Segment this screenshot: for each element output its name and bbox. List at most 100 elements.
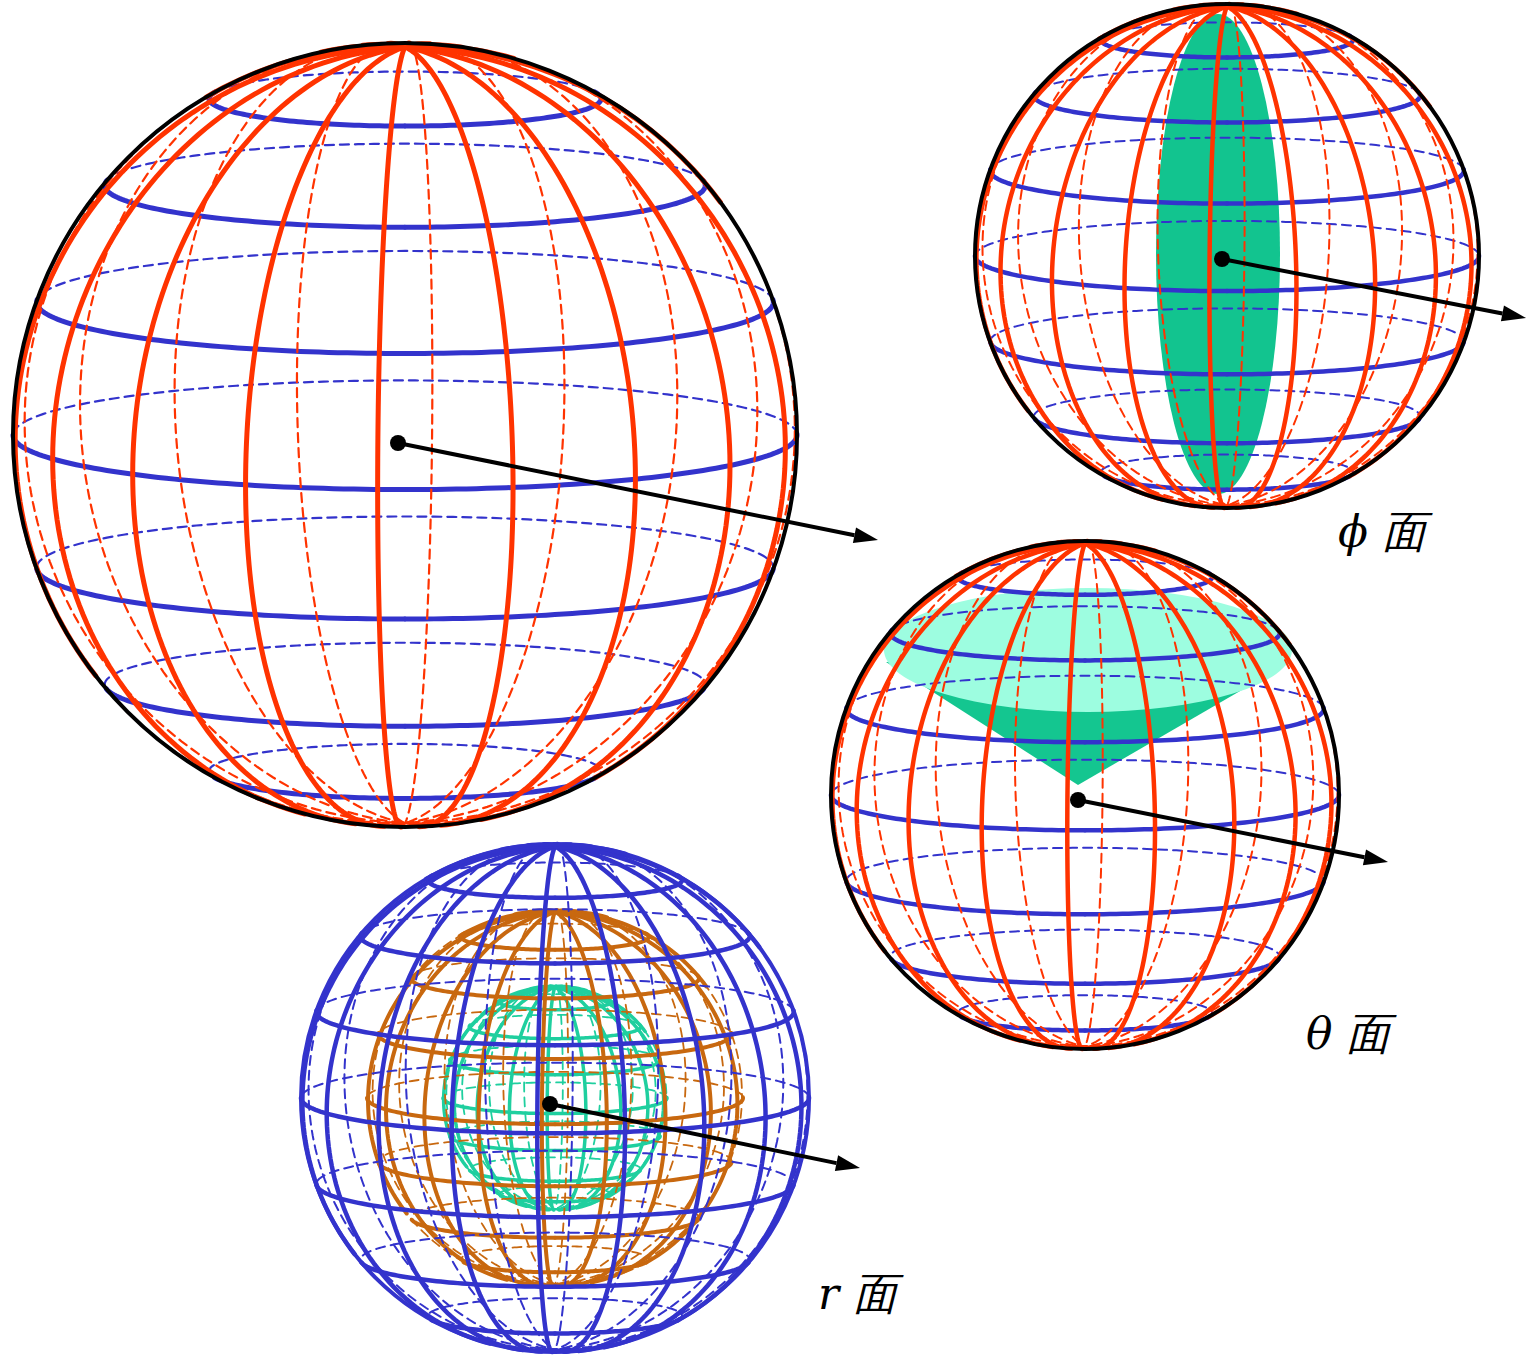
grid-line [555,1010,794,1045]
grid-line [958,573,1085,595]
hidden-grid-line [890,930,1279,961]
grid-line [378,47,405,827]
hidden-grid-line [401,43,433,827]
center-dot [390,435,406,451]
hidden-grid-line [975,221,1479,257]
sphere-outline [301,844,809,1352]
grid-line [405,47,730,820]
grid-line [1227,6,1436,503]
hidden-grid-line [351,942,808,1350]
hidden-grid-line [1018,9,1281,507]
hidden-grid-line [1069,541,1188,1048]
hidden-grid-line [881,639,1338,1047]
hidden-grid-line [528,912,686,1286]
hidden-grid-line [446,1000,611,1209]
hidden-grid-line [1079,5,1254,507]
sphere-outline [831,541,1339,1049]
grid-line [316,1185,555,1217]
grid-line [1052,6,1227,506]
hidden-grid-line [444,911,575,1286]
arrow-head [1363,849,1388,865]
hidden-grid-line [380,44,564,827]
grid-line [1125,6,1227,507]
grid-line [555,912,607,1286]
grid-line [555,846,625,1351]
grid-line [846,882,1085,914]
grid-line [1227,6,1375,506]
grid-line [405,434,797,490]
radius-arrow [398,443,854,535]
hidden-grid-line [874,546,1139,1047]
grid-line [555,846,801,1320]
grid-line [975,256,1227,291]
grid-line [428,876,555,898]
hidden-grid-line [106,144,703,181]
grid-line [1227,419,1419,443]
hidden-grid-line [301,1063,809,1099]
grid-line [452,846,555,1351]
grid-line [460,912,555,936]
hidden-grid-line [25,92,604,823]
hidden-grid-line [406,845,583,1351]
grid-line [1067,543,1085,1049]
grid-line [990,169,1227,204]
hidden-grid-line [1158,4,1238,508]
hidden-grid-line [1034,390,1420,420]
hidden-grid-line [839,573,1214,1047]
grid-line [831,795,1085,830]
phi-sphere [975,4,1526,508]
hidden-grid-line [552,844,572,1352]
grid-line [1085,543,1296,1044]
hidden-grid-line [503,910,563,1286]
hidden-grid-line [297,43,422,826]
hidden-grid-line [105,643,706,690]
grid-line [13,435,405,490]
grid-line [379,846,555,1349]
grid-line [37,300,405,354]
surface-label: ϕ 面 [1338,508,1426,556]
grid-line [301,1098,555,1133]
grid-line [1101,35,1227,57]
grid-line [378,1162,555,1186]
hidden-grid-line [489,986,567,1209]
grid-line [1085,960,1279,984]
grid-line [405,47,513,827]
grid-line [367,1098,555,1124]
hidden-grid-line [831,760,1339,796]
hidden-grid-line [37,517,774,571]
center-dot [1214,251,1230,267]
grid-line [1085,543,1331,1017]
hidden-grid-line [13,380,797,436]
hidden-grid-line [936,542,1113,1048]
radius-arrow [1078,800,1364,857]
hidden-grid-line [982,36,1354,506]
hidden-grid-line [548,986,601,1210]
surface-label: θ 面 [1306,1010,1390,1058]
grid-line [405,47,635,825]
grid-line [209,92,405,126]
grid-line [990,342,1227,374]
grid-line [555,1097,809,1133]
sphere-outline [975,4,1479,508]
grid-line [555,846,766,1347]
hidden-grid-line [344,849,609,1350]
hidden-grid-line [1082,541,1102,1049]
grid-line [1085,543,1155,1048]
grid-line [909,543,1085,1046]
theta-sphere [831,541,1388,1049]
grid-line [1227,169,1464,204]
hidden-grid-line [1211,4,1330,507]
hidden-grid-line [539,844,658,1351]
grid-line [405,300,773,354]
hidden-grid-line [1015,541,1096,1049]
grid-line [246,47,405,827]
hidden-grid-line [1191,6,1402,507]
grid-line [1085,543,1234,1047]
grid-line [37,569,405,619]
radius-arrow [550,1104,836,1163]
grid-line [133,47,405,824]
hidden-grid-line [80,50,489,824]
arrow-head [1501,306,1526,322]
